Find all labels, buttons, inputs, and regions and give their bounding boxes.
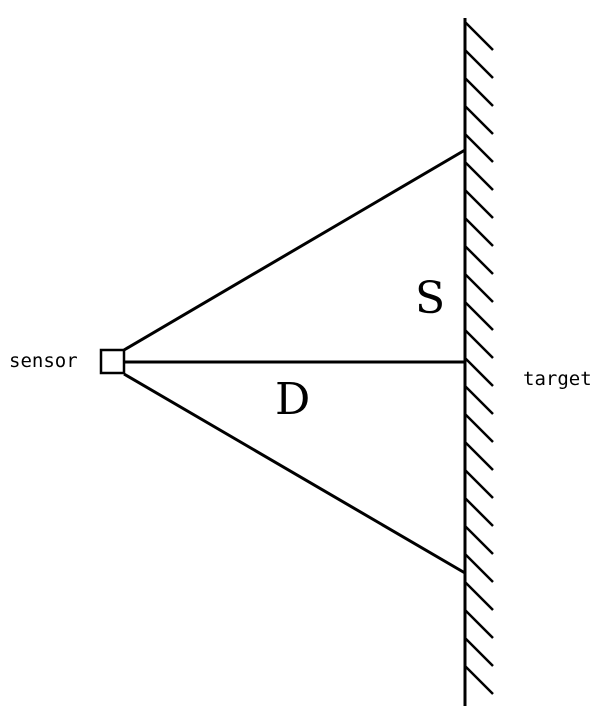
hatch-mark xyxy=(464,357,494,387)
hatch-mark xyxy=(464,637,494,667)
fov-upper-edge xyxy=(123,148,466,352)
hatch-mark xyxy=(464,413,494,443)
hatch-mark xyxy=(464,49,494,79)
hatch-mark xyxy=(464,581,494,611)
sensor-label: sensor xyxy=(9,350,78,372)
hatch-mark xyxy=(464,525,494,555)
hatch-mark xyxy=(464,217,494,247)
hatch-mark xyxy=(464,189,494,219)
hatch-mark xyxy=(464,21,494,51)
hatch-mark xyxy=(464,553,494,583)
wall-hatching xyxy=(464,21,494,695)
sensor-box xyxy=(99,348,126,375)
hatch-mark xyxy=(464,665,494,695)
spot-size-label: S xyxy=(415,273,445,324)
hatch-mark xyxy=(464,469,494,499)
hatch-mark xyxy=(464,385,494,415)
hatch-mark xyxy=(464,441,494,471)
hatch-mark xyxy=(464,301,494,331)
hatch-mark xyxy=(464,105,494,135)
hatch-mark xyxy=(464,161,494,191)
hatch-mark xyxy=(464,329,494,359)
hatch-mark xyxy=(464,273,494,303)
target-label: target xyxy=(523,368,592,390)
fov-lower-edge xyxy=(123,372,466,575)
hatch-mark xyxy=(464,133,494,163)
hatch-mark xyxy=(464,609,494,639)
hatch-mark xyxy=(464,245,494,275)
hatch-mark xyxy=(464,497,494,527)
distance-label: D xyxy=(275,374,310,425)
hatch-mark xyxy=(464,77,494,107)
